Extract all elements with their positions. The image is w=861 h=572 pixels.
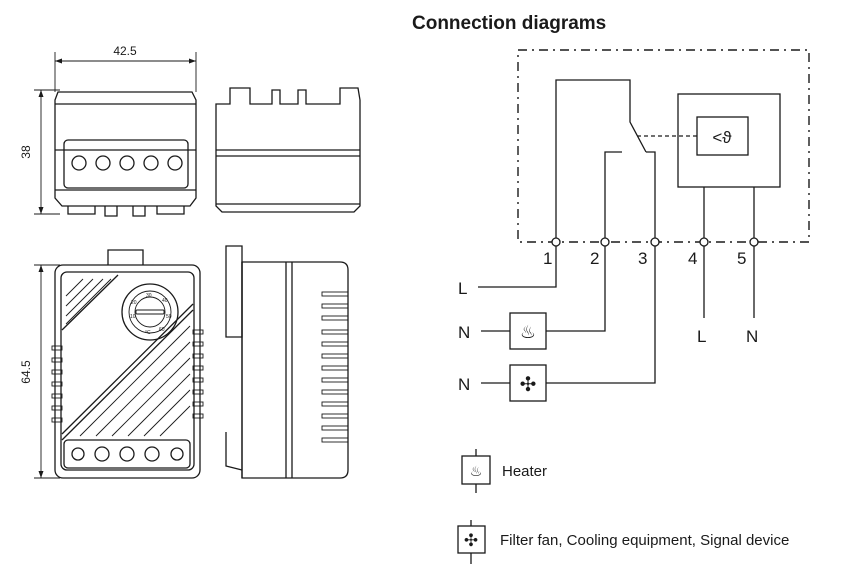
legend-fan-label: Filter fan, Cooling equipment, Signal de… (500, 532, 789, 549)
terminal-4-label: 4 (688, 249, 697, 268)
fan-icon: ✣ (520, 374, 537, 396)
fan-icon: ✣ (464, 531, 478, 550)
top-view-front: 42.5 38 (19, 44, 197, 217)
label-heater-n: N (458, 323, 470, 342)
dial-unit: °C (145, 330, 151, 336)
dimension-height-top: 38 (19, 145, 33, 159)
label-input-l: L (458, 279, 467, 298)
dial-label-60: 60 (159, 327, 165, 333)
heater-icon: ♨ (470, 463, 483, 479)
section-heading: Connection diagrams (412, 13, 606, 34)
label-output-l: L (697, 327, 706, 346)
dial-label-40: 40 (162, 298, 168, 304)
temperature-dial: 10 20 30 40 50 60 °C (121, 283, 179, 341)
legend-heater-label: Heater (502, 463, 547, 480)
thermostat-symbol: <ϑ (712, 128, 732, 147)
dimension-width: 42.5 (113, 44, 137, 58)
wiring-diagram: <ϑ 1 2 3 4 5 L ♨ N (458, 49, 810, 402)
heater-icon: ♨ (520, 322, 536, 342)
terminal-1-label: 1 (543, 249, 552, 268)
front-view: 64.5 (19, 249, 204, 479)
legend-item-fan: ✣ Filter fan, Cooling equipment, Signal … (457, 520, 789, 564)
dial-label-10: 10 (130, 314, 136, 320)
dial-label-20: 20 (131, 300, 137, 306)
dial-label-50: 50 (166, 314, 172, 320)
dimension-height-front: 64.5 (19, 360, 33, 384)
label-fan-n: N (458, 375, 470, 394)
terminal-2-label: 2 (590, 249, 599, 268)
top-view-side (215, 87, 361, 213)
legend-item-heater: ♨ Heater (461, 449, 547, 493)
dial-label-30: 30 (146, 293, 152, 299)
legend: ♨ Heater ✣ Filter fan, Cooling equipment… (457, 449, 789, 564)
side-view (225, 245, 349, 479)
label-output-n: N (746, 327, 758, 346)
terminal-5-label: 5 (737, 249, 746, 268)
terminal-3-label: 3 (638, 249, 647, 268)
